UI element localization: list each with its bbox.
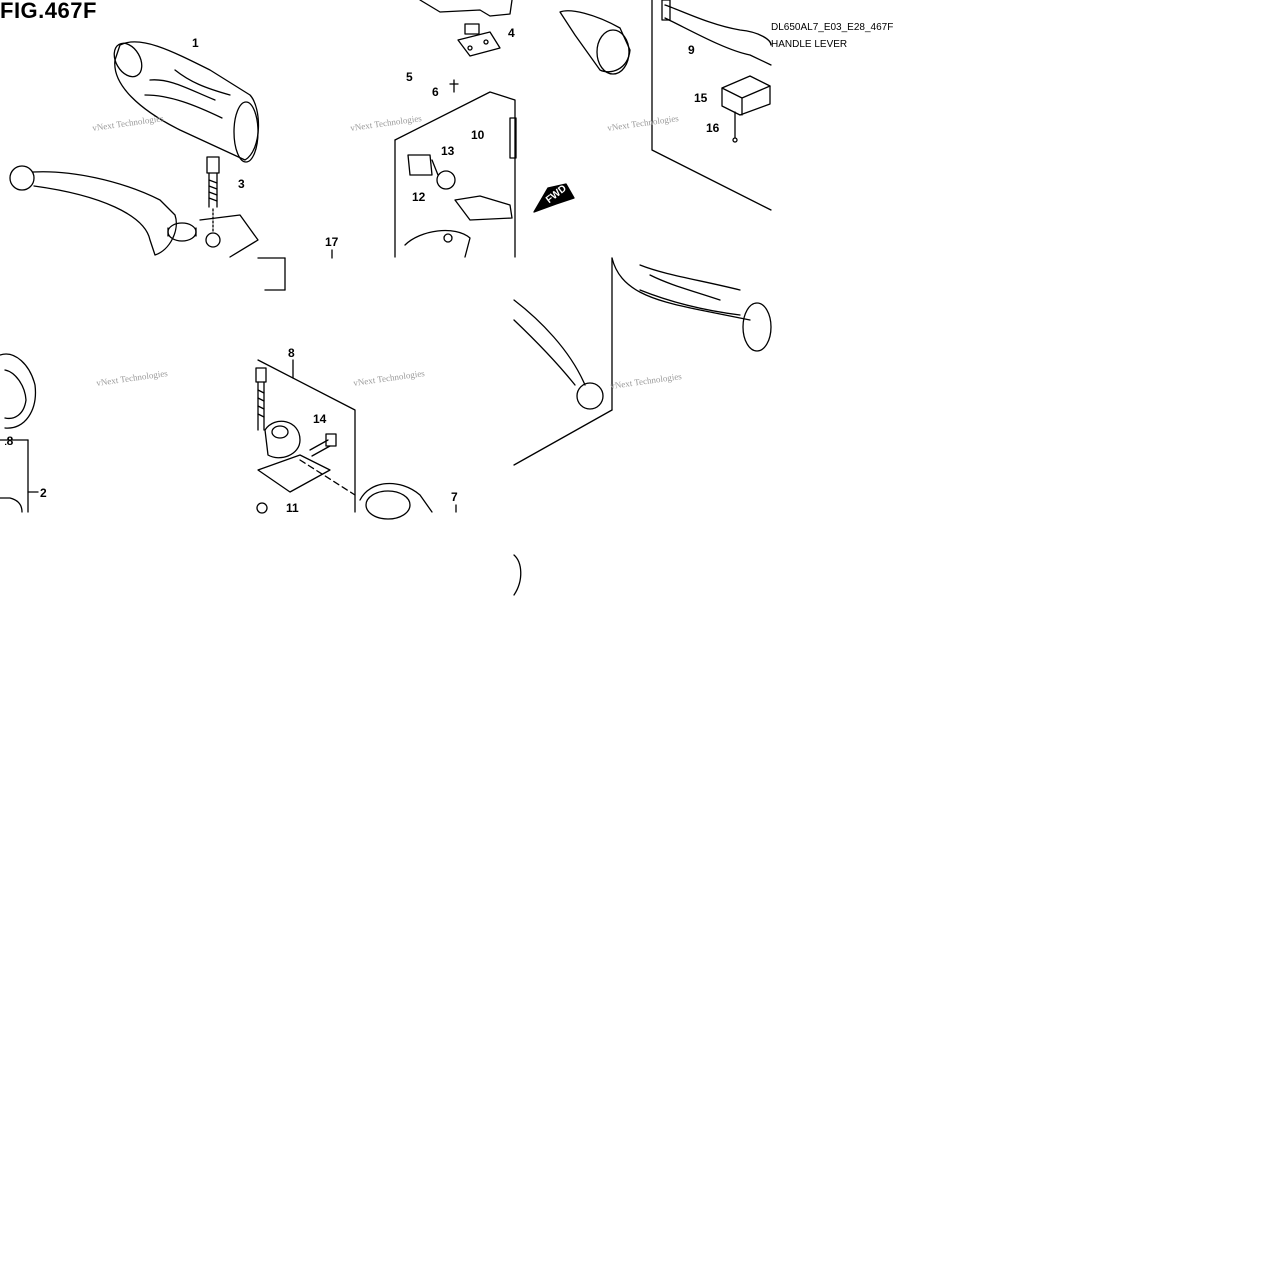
panel-frame-right [651, 0, 772, 211]
fwd-arrow-drawing [533, 183, 575, 213]
callout-12: 12 [412, 190, 426, 204]
left-lever-drawing [9, 165, 259, 258]
callout-2: 2 [40, 486, 47, 500]
callout-11: 11 [286, 501, 299, 515]
callout-6: 6 [432, 85, 439, 99]
callout-9: 9 [688, 43, 695, 57]
callout-15: 15 [694, 91, 708, 105]
callout-1: 1 [192, 36, 199, 50]
figure-title: FIG.467F [0, 0, 97, 23]
callout-8: 8 [288, 346, 295, 360]
bottom-center-fragment [513, 554, 522, 596]
figure-caption: HANDLE LEVER [771, 39, 848, 50]
switch-assembly-drawing [394, 0, 517, 258]
callout-10: 10 [471, 128, 485, 142]
bracket-17-lines [257, 249, 333, 291]
middle-right-grip-drawing [513, 257, 772, 466]
callout-18: 18 [0, 434, 14, 448]
callout-5: 5 [406, 70, 413, 84]
bottom-left-grip-end [0, 353, 39, 513]
callout-4: 4 [508, 26, 515, 40]
callout-3: 3 [238, 177, 245, 191]
figure-code: DL650AL7_E03_E28_467F [771, 22, 894, 33]
bolt-3-drawing [206, 156, 220, 233]
callout-7: 7 [451, 490, 458, 504]
right-grip-end-drawing [559, 10, 631, 75]
middle-right-lever-drawing [513, 299, 604, 410]
left-grip-drawing [113, 41, 260, 163]
callout-13: 13 [441, 144, 455, 158]
callout-16: 16 [706, 121, 720, 135]
switch-15-drawing [721, 75, 771, 143]
callout-14: 14 [313, 412, 327, 426]
callout-17: 17 [325, 235, 339, 249]
holder-assembly-drawing [255, 359, 457, 520]
